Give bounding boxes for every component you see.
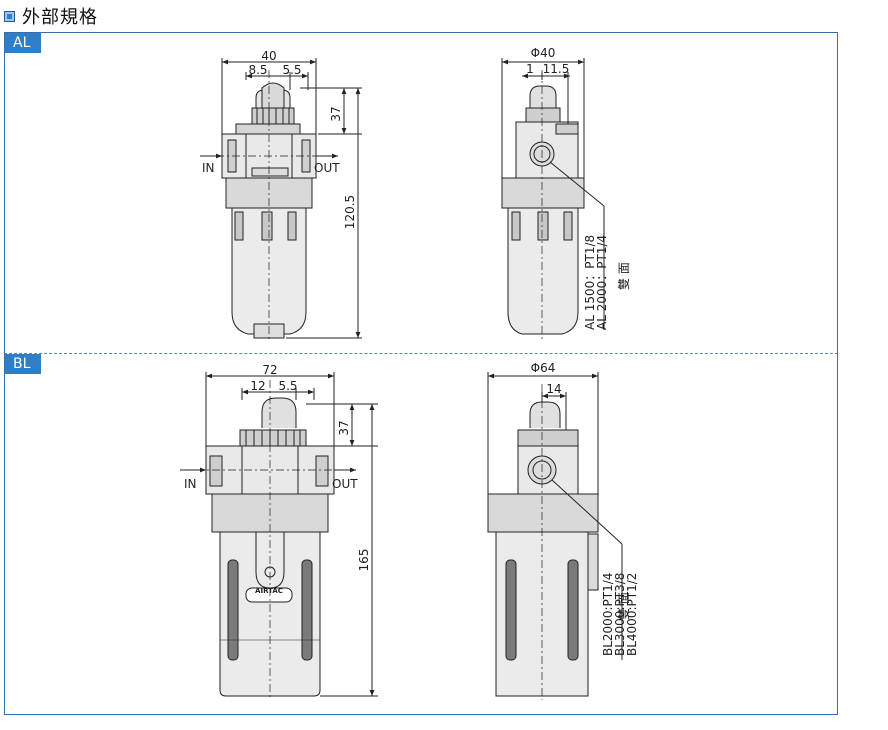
al-top-dim: 37 [329, 106, 343, 121]
bl-offset-a-dim: 12 [250, 379, 265, 393]
section-divider [4, 353, 838, 354]
al-out-label: OUT [314, 161, 340, 175]
bl-note-3: BL4000:PT1/2 [625, 573, 639, 656]
bl-side-view [487, 372, 623, 700]
bl-front-view [180, 372, 378, 700]
al-offset-a-dim: 8.5 [248, 63, 267, 77]
al-in-label: IN [202, 161, 215, 175]
bl-both-sides-note: 雙 面 [617, 592, 631, 620]
bl-offset-b-dim: 5.5 [278, 379, 297, 393]
bl-note-1: BL2000:PT1/4 [601, 573, 615, 656]
bl-side-a-dim: 14 [546, 382, 561, 396]
section-header: 外部規格 [4, 4, 98, 28]
bl-in-label: IN [184, 477, 197, 491]
bl-top-dim: 37 [337, 420, 351, 435]
drawing-frame [4, 32, 838, 715]
al-side-view [501, 58, 605, 340]
al-offset-b-dim: 5.5 [282, 63, 301, 77]
al-note-1: AL 1500：PT1/8 [583, 235, 597, 330]
bl-height-dim: 165 [357, 549, 371, 572]
bl-note-2: BL3000:PT3/8 [613, 573, 627, 656]
al-both-sides-note: 雙 面 [617, 262, 631, 290]
section-title: 外部規格 [22, 7, 98, 28]
al-note-2: AL 2000：PT1/4 [595, 235, 609, 330]
bl-width-dim: 72 [262, 363, 277, 377]
al-front-view [200, 58, 362, 340]
al-side-b-dim: 11.5 [543, 62, 570, 76]
bl-phi-dim: Φ64 [531, 361, 556, 375]
bl-section-tag: BL [5, 354, 41, 374]
al-section-tag: AL [5, 33, 41, 53]
al-height-dim: 120.5 [343, 195, 357, 229]
bl-out-label: OUT [332, 477, 358, 491]
al-phi-dim: Φ40 [531, 46, 556, 60]
al-side-a-dim: 1 [526, 62, 534, 76]
brand-logo: AIRTAC [255, 587, 283, 595]
al-width-dim: 40 [261, 49, 276, 63]
square-bullet-icon [4, 10, 15, 22]
